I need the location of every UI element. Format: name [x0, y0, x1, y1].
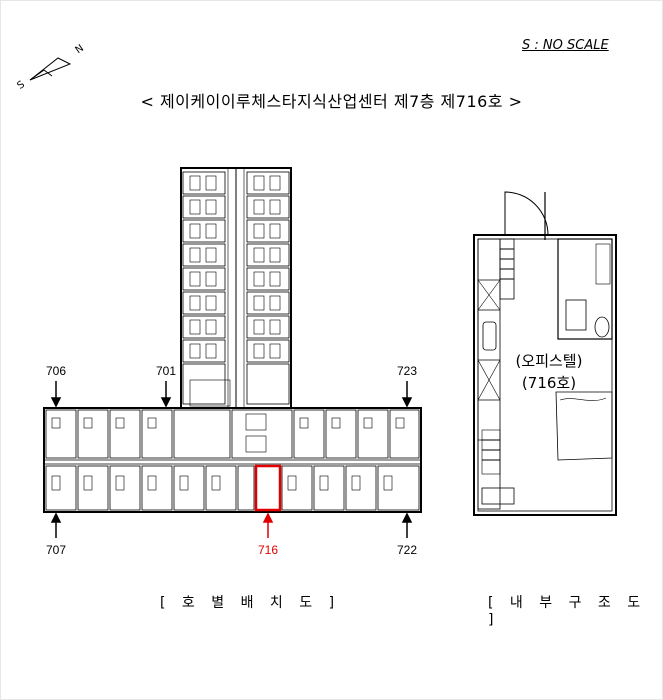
layout-caption: [ 호 별 배 치 도 ] — [160, 595, 341, 611]
page-title: < 제이케이이루체스타지식산업센터 제7층 제716호 > — [140, 92, 523, 111]
unit-716-highlight[interactable] — [254, 464, 282, 512]
unit-label-723: 723 — [397, 364, 418, 378]
unit-label-707: 707 — [46, 543, 67, 557]
interior-caption: [ 내 부 구 조 도 ] — [488, 595, 647, 628]
unit-arrows — [50, 381, 413, 538]
interior-plan — [473, 191, 617, 516]
unit-label-701: 701 — [156, 364, 177, 378]
building-layout — [43, 167, 422, 513]
room-type-label: (오피스텔) — [515, 352, 583, 370]
room-number-label: (716호) — [521, 374, 577, 392]
compass-icon — [29, 57, 72, 81]
scale-note: S : NO SCALE — [522, 38, 609, 53]
unit-label-716[interactable]: 716 — [258, 543, 279, 557]
unit-label-722: 722 — [397, 543, 418, 557]
unit-label-706: 706 — [46, 364, 67, 378]
